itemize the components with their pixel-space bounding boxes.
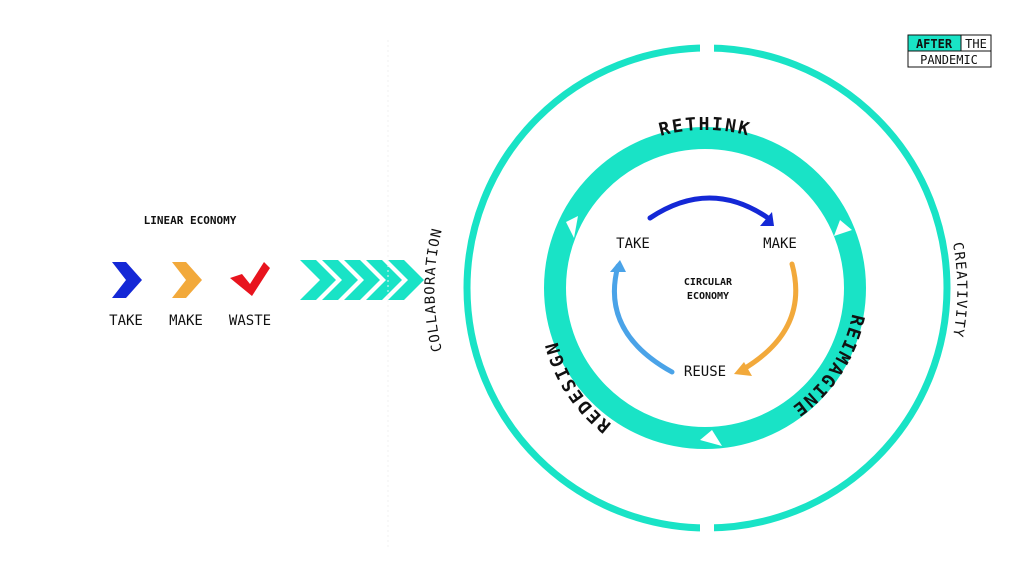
circular-economy-title-line1: CIRCULAR	[684, 277, 733, 288]
circular-economy-title-line2: ECONOMY	[687, 291, 729, 302]
logo-pandemic: PANDEMIC	[920, 53, 978, 67]
after-the-pandemic-logo: AFTER THE PANDEMIC	[907, 34, 992, 68]
transition-chevron-icon	[388, 260, 424, 300]
take-to-make-arrowhead-icon	[760, 212, 774, 226]
circular-economy-cycle: TAKE MAKE REUSE CIRCULAR ECONOMY	[610, 195, 799, 380]
circular-make-label: MAKE	[763, 236, 797, 252]
middle-ring-gap-left	[566, 216, 578, 238]
make-to-reuse-arrowhead-icon	[734, 362, 752, 376]
take-chevron-icon	[112, 262, 142, 298]
transition-chevron-icon	[344, 260, 380, 300]
linear-take-label: TAKE	[109, 313, 143, 329]
circular-take-label: TAKE	[616, 236, 650, 252]
transition-chevron-icon	[300, 260, 336, 300]
middle-ring-gap-bottom	[700, 430, 722, 446]
linear-waste-label: WASTE	[229, 313, 271, 329]
outer-ring: COLLABORATION CREATIVITY	[422, 42, 969, 534]
linear-economy: LINEAR ECONOMY TAKE MAKE WASTE	[109, 214, 271, 329]
take-to-make-arrow	[647, 195, 771, 221]
reimagine-label: REIMAGINE	[788, 312, 868, 421]
middle-ring-gap-right	[834, 220, 852, 236]
outer-ring-gap-bottom	[700, 524, 714, 534]
logo-the: THE	[965, 37, 987, 51]
waste-check-icon	[230, 262, 270, 296]
outer-ring-gap-top	[700, 42, 714, 52]
logo-after: AFTER	[916, 37, 953, 51]
creativity-label: CREATIVITY	[949, 241, 969, 339]
make-to-reuse-arrow	[739, 261, 799, 373]
linear-make-label: MAKE	[169, 313, 203, 329]
linear-economy-title: LINEAR ECONOMY	[144, 214, 237, 227]
transition-chevrons	[300, 260, 424, 300]
collaboration-label: COLLABORATION	[422, 227, 445, 354]
transition-chevron-icon	[366, 260, 402, 300]
transition-chevron-icon	[322, 260, 358, 300]
reuse-to-take-arrow	[612, 263, 675, 375]
circular-reuse-label: REUSE	[684, 364, 726, 380]
reuse-to-take-arrowhead-icon	[610, 260, 626, 272]
make-chevron-icon	[172, 262, 202, 298]
